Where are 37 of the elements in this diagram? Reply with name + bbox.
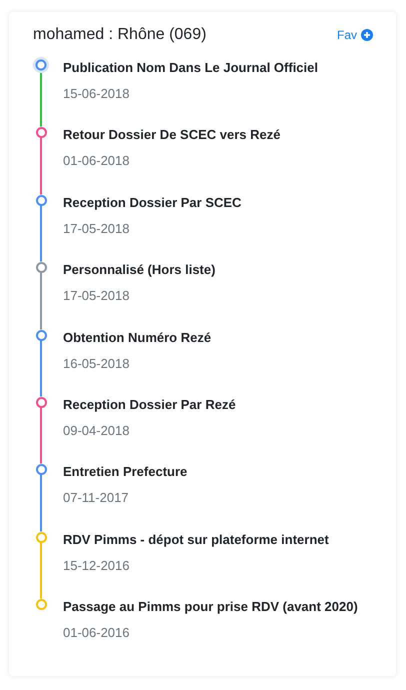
event-date: 09-04-2018 [63,422,130,440]
event-date: 15-06-2018 [63,85,130,103]
timeline-line [40,73,42,126]
event-title: Obtention Numéro Rezé [63,329,212,347]
timeline-line [40,474,42,532]
event-title: Publication Nom Dans Le Journal Officiel [63,59,318,77]
event-date: 17-05-2018 [63,287,130,305]
timeline-dot-icon [36,330,46,340]
timeline-dot-icon [36,396,46,408]
event-title: Personnalisé (Hors liste) [63,261,216,279]
timeline-dot-icon [36,194,46,206]
timeline-dot-icon [36,598,46,610]
timeline-line [40,340,42,396]
event-title: Reception Dossier Par SCEC [63,194,242,212]
timeline-dot-icon [36,464,46,474]
event-title: Entretien Prefecture [63,463,188,481]
event-date: 15-12-2016 [63,557,130,575]
event-title: Reception Dossier Par Rezé [63,396,236,414]
event-date: 01-06-2016 [63,624,130,642]
event-date: 07-11-2017 [63,489,129,507]
timeline-dot-icon [36,262,46,272]
event-date: 01-06-2018 [63,152,130,170]
event-title: Passage au Pimms pour prise RDV (avant 2020) [63,598,358,616]
favorite-link: Fav [336,27,373,43]
timeline-line [40,542,42,598]
timeline-line [40,272,42,330]
timeline-line [40,138,42,194]
timeline-dot-icon [33,57,49,73]
event-title: RDV Pimms - dépot sur plateforme internet [63,531,329,549]
card-title: mohamed : Rhône (069) [33,25,206,45]
timeline-line [40,408,42,464]
timeline-line [40,206,42,262]
timeline-dot-icon [36,532,46,542]
event-title: Retour Dossier De SCEC vers Rezé [63,126,280,144]
event-date: 16-05-2018 [63,355,130,373]
timeline-dot-icon [36,126,46,138]
event-date: 17-05-2018 [63,220,130,238]
